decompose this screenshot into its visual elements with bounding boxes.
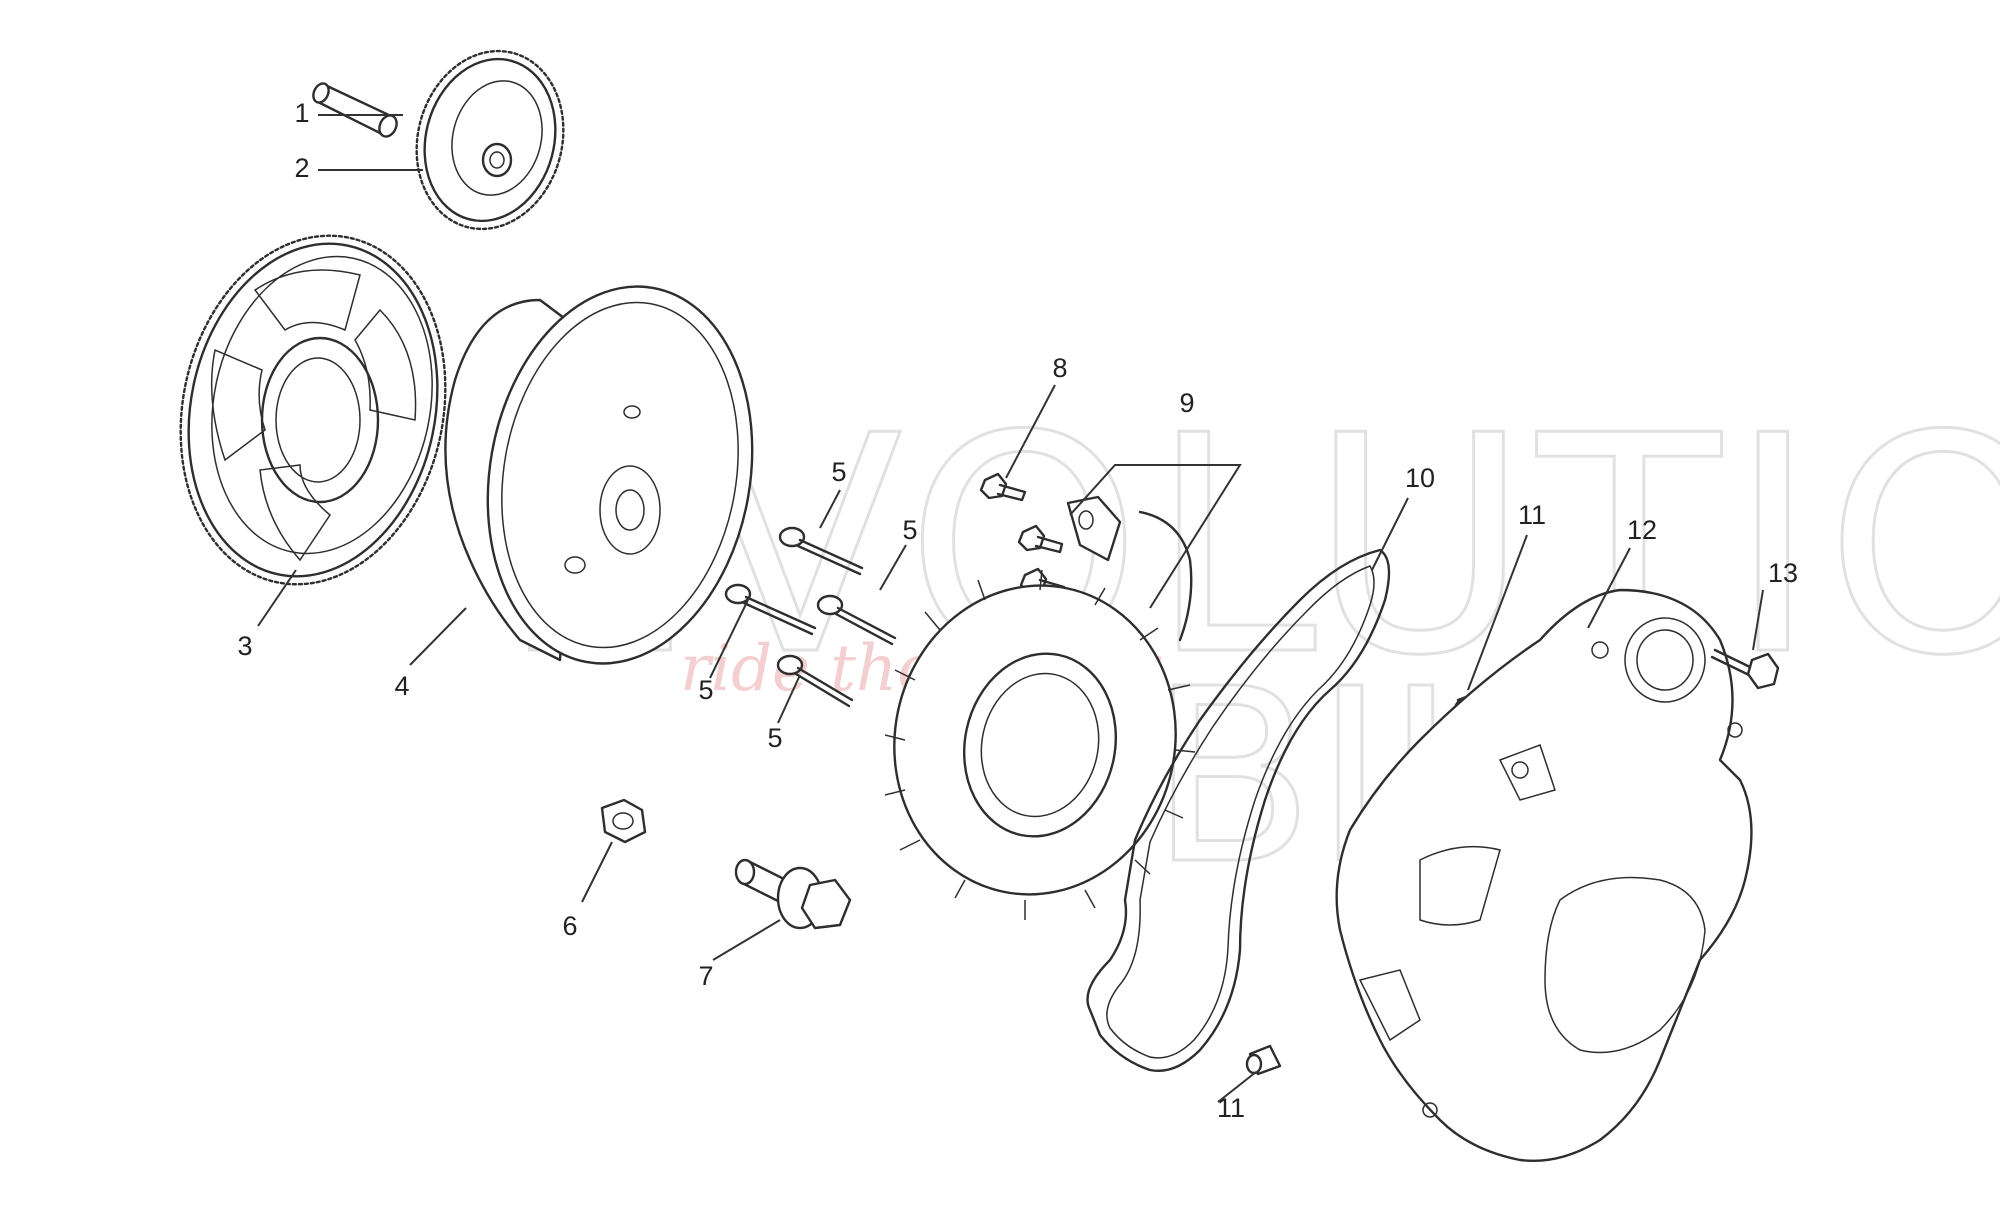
part-6-nut <box>600 798 647 844</box>
leader-3 <box>257 569 297 627</box>
leader-11b <box>1217 1071 1257 1103</box>
callout-12: 12 <box>1627 515 1657 545</box>
leader-5b <box>879 544 907 591</box>
leader-11a <box>1467 534 1528 691</box>
screw-5d <box>776 654 854 708</box>
callout-11b: 11 <box>1217 1093 1245 1123</box>
callout-10: 10 <box>1405 463 1435 493</box>
callout-11a: 11 <box>1518 500 1546 530</box>
screw-5c <box>816 594 897 646</box>
part-4-flywheel-rotor <box>444 285 754 665</box>
leader-9 <box>1069 464 1242 609</box>
callout-1: 1 <box>294 98 309 128</box>
leader-13 <box>1752 589 1764 651</box>
callout-13: 13 <box>1768 558 1798 588</box>
part-13-cover-bolt <box>1710 648 1780 690</box>
callout-numbers: 1 2 3 4 5 5 5 5 6 7 8 9 10 11 11 12 13 <box>237 98 1798 1123</box>
part-3-starter-ring-gear <box>179 234 447 586</box>
part-2-idler-gear <box>415 49 565 231</box>
callout-5a: 5 <box>831 457 846 487</box>
callout-6: 6 <box>562 911 577 941</box>
callout-5b: 5 <box>902 515 917 545</box>
callout-3: 3 <box>237 631 252 661</box>
part-9-stator-assembly <box>884 495 1196 920</box>
part-12-generator-cover <box>1335 588 1753 1162</box>
leader-10 <box>1371 497 1409 571</box>
bolt-8b <box>1017 524 1064 554</box>
leader-5a <box>819 489 841 529</box>
leader-4 <box>409 607 467 666</box>
callout-5c: 5 <box>698 675 713 705</box>
part-7-flange-bolt <box>734 858 852 930</box>
callout-5d: 5 <box>767 723 782 753</box>
leader-7 <box>712 919 781 961</box>
leader-5d <box>777 674 801 724</box>
callout-2: 2 <box>294 153 309 183</box>
callout-7: 7 <box>698 961 713 991</box>
part-1-pin <box>312 82 398 138</box>
leader-5c <box>709 599 749 679</box>
screw-5b <box>724 583 817 636</box>
leader-6 <box>581 841 613 903</box>
callout-8: 8 <box>1052 353 1067 383</box>
leader-12 <box>1587 547 1631 629</box>
callout-4: 4 <box>394 671 409 701</box>
leader-8 <box>1005 384 1056 479</box>
part-10-cover-gasket <box>1086 548 1391 1072</box>
bolt-8a <box>979 472 1027 502</box>
screw-5a <box>778 526 864 576</box>
callout-9: 9 <box>1179 388 1194 418</box>
dowel-11b <box>1245 1044 1282 1076</box>
part-5-screws <box>724 526 897 708</box>
leader-lines <box>257 114 1764 1103</box>
